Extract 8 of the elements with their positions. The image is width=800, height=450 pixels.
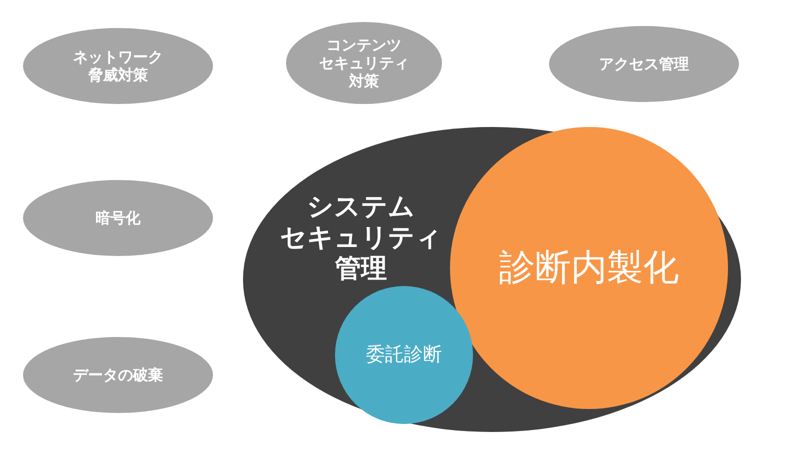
node-label: コンテンツセキュリティ対策 xyxy=(319,36,409,90)
node-label: データの破棄 xyxy=(73,366,163,384)
node-label: アクセス管理 xyxy=(599,55,689,73)
node-label: ネットワーク脅威対策 xyxy=(73,48,163,84)
node-label: 診断内製化 xyxy=(499,246,679,290)
node-label: 委託診断 xyxy=(366,344,442,366)
node-label: 暗号化 xyxy=(96,209,140,227)
node-label: システムセキュリティ管理 xyxy=(280,192,442,286)
